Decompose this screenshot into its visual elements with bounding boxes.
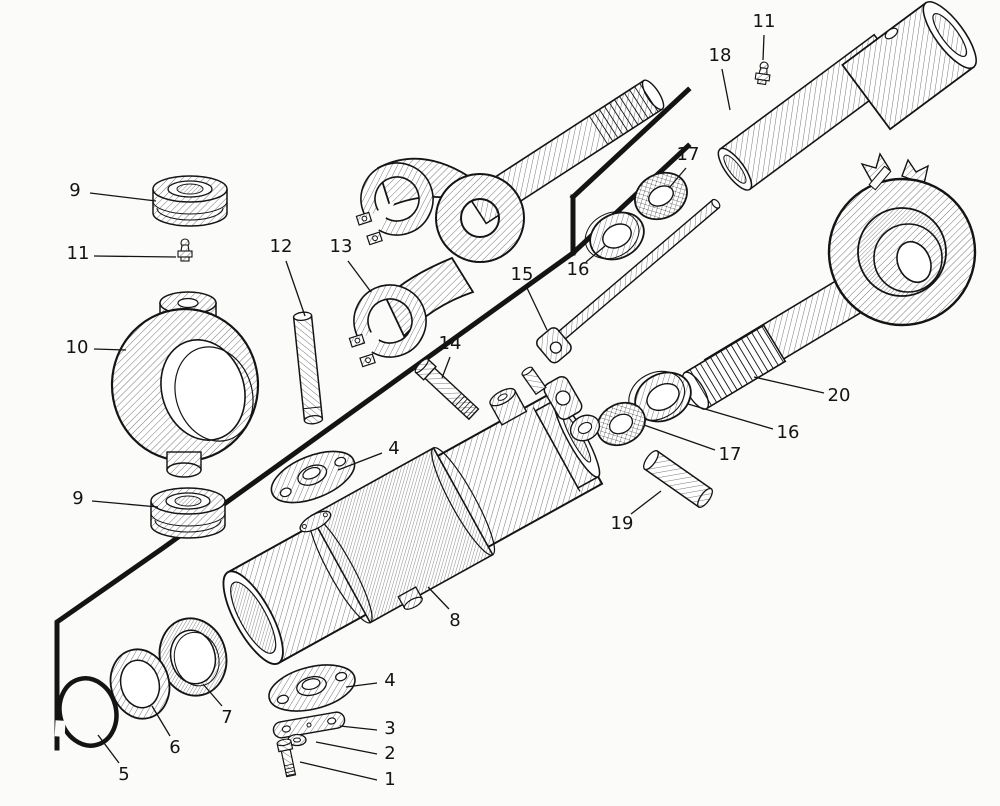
leader-line bbox=[347, 260, 372, 293]
leader-line bbox=[441, 356, 451, 379]
part-12-pin bbox=[292, 311, 324, 425]
part-callout-20: 20 bbox=[827, 385, 851, 406]
part-callout-3: 3 bbox=[384, 718, 396, 739]
part-20-threaded-end bbox=[682, 324, 787, 410]
leader-line bbox=[345, 682, 378, 688]
part-callout-1: 1 bbox=[384, 769, 396, 790]
part-callout-9: 9 bbox=[72, 488, 84, 509]
part-15-lever bbox=[536, 198, 721, 364]
part-callout-11: 11 bbox=[66, 243, 90, 264]
part-callout-8: 8 bbox=[449, 610, 461, 631]
leader-line bbox=[89, 192, 157, 202]
part-10-head bbox=[110, 291, 260, 478]
part-callout-12: 12 bbox=[269, 236, 293, 257]
leader-line bbox=[762, 34, 765, 61]
part-callout-10: 10 bbox=[65, 337, 89, 358]
part-9-bushing-upper bbox=[152, 175, 228, 227]
leader-line bbox=[630, 490, 662, 515]
part-9-bushing-lower bbox=[150, 487, 226, 539]
leader-line bbox=[315, 741, 378, 755]
part-11-grease-fitting bbox=[754, 61, 771, 86]
part-callout-19: 19 bbox=[610, 513, 634, 534]
leader-line bbox=[151, 705, 171, 737]
part-callout-4: 4 bbox=[384, 670, 396, 691]
leader-line bbox=[93, 255, 177, 258]
part-callout-15: 15 bbox=[510, 264, 534, 285]
part-callout-7: 7 bbox=[221, 707, 233, 728]
leader-line-layer bbox=[89, 34, 825, 781]
leader-line bbox=[337, 452, 383, 471]
part-4-flange-mid bbox=[270, 450, 356, 504]
part-19-pin bbox=[643, 450, 713, 508]
part-1-bolt bbox=[276, 738, 297, 778]
part-3-plate bbox=[272, 711, 346, 739]
part-18-tube bbox=[717, 1, 977, 191]
part-8-cylinder-body bbox=[222, 387, 604, 665]
part-callout-4: 4 bbox=[388, 438, 400, 459]
part-callout-17: 17 bbox=[676, 144, 700, 165]
part-6-ring bbox=[109, 648, 171, 720]
part-washer-small bbox=[569, 414, 601, 442]
part-14-bolt bbox=[414, 358, 480, 421]
part-13-clamp-upper bbox=[355, 162, 434, 246]
leader-line bbox=[585, 245, 606, 263]
part-callout-17: 17 bbox=[718, 444, 742, 465]
part-17-ring-upper bbox=[634, 171, 688, 221]
leader-line bbox=[753, 376, 825, 394]
leader-line bbox=[299, 761, 378, 781]
leader-line bbox=[687, 403, 774, 430]
part-callout-5: 5 bbox=[118, 764, 130, 785]
part-callout-6: 6 bbox=[169, 737, 181, 758]
part-callout-16: 16 bbox=[776, 422, 800, 443]
part-4-flange-bottom bbox=[268, 664, 356, 712]
leader-line bbox=[285, 260, 306, 317]
part-callout-2: 2 bbox=[384, 743, 396, 764]
leader-line bbox=[93, 348, 127, 351]
part-5-snap-ring bbox=[54, 676, 119, 748]
part-rod bbox=[466, 79, 665, 225]
part-callout-18: 18 bbox=[708, 45, 732, 66]
part-yoke bbox=[376, 157, 525, 338]
part-17-ring-lower bbox=[596, 401, 646, 447]
part-11-grease-fitting-left bbox=[177, 238, 193, 262]
leader-line bbox=[202, 683, 223, 707]
leader-line bbox=[339, 725, 378, 731]
leader-line bbox=[97, 734, 120, 764]
leader-line bbox=[643, 424, 716, 451]
part-13-clamp-lower bbox=[348, 284, 427, 368]
leader-line bbox=[721, 68, 731, 111]
part-pivot-block bbox=[543, 375, 583, 421]
leader-line bbox=[91, 500, 159, 508]
part-callout-13: 13 bbox=[329, 236, 353, 257]
leader-line bbox=[668, 167, 687, 189]
part-small-pin bbox=[521, 366, 547, 396]
part-callout-9: 9 bbox=[69, 180, 81, 201]
leader-line bbox=[526, 287, 548, 331]
part-callout-11: 11 bbox=[752, 11, 776, 32]
part-rod-end bbox=[682, 152, 977, 410]
part-callout-14: 14 bbox=[438, 333, 462, 354]
part-callout-16: 16 bbox=[566, 259, 590, 280]
leader-line bbox=[427, 586, 450, 610]
